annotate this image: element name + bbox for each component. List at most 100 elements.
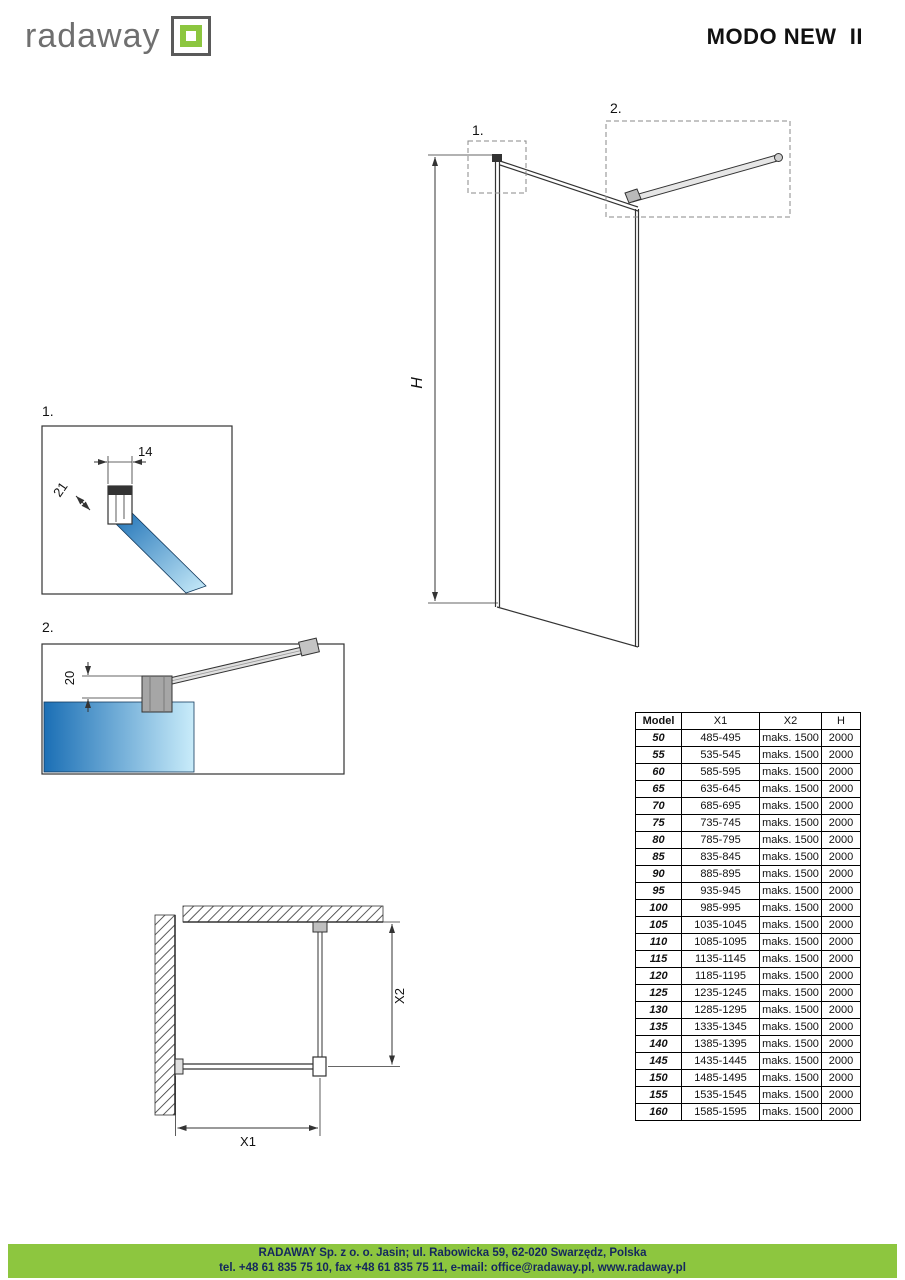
x1-cell: 1185-1195 [681,967,760,985]
x2-cell: maks. 1500 [759,797,822,815]
h-cell: 2000 [821,763,861,781]
x2-cell: maks. 1500 [759,729,822,747]
radaway-logo-icon [170,16,211,56]
x1-cell: 1285-1295 [681,1001,760,1019]
x1-cell: 1135-1145 [681,950,760,968]
detail2-callout-label: 2. [610,100,622,116]
detail2-callout-box: 2. [605,100,791,218]
x2-cell: maks. 1500 [759,899,822,917]
h-cell: 2000 [821,729,861,747]
h-cell: 2000 [821,882,861,900]
dim-label-x2: X2 [392,988,407,1004]
model-cell: 95 [635,882,682,900]
h-cell: 2000 [821,984,861,1002]
h-cell: 2000 [821,1069,861,1087]
wall-profile-plan [174,1058,184,1075]
col-header-h: H [821,712,861,730]
x2-cell: maks. 1500 [759,746,822,764]
model-cell: 100 [635,899,682,917]
detail2-frame [41,643,345,775]
h-cell: 2000 [821,1001,861,1019]
h-cell: 2000 [821,933,861,951]
model-cell: 135 [635,1018,682,1036]
x1-cell: 1435-1445 [681,1052,760,1070]
model-cell: 140 [635,1035,682,1053]
x1-cell: 1585-1595 [681,1103,760,1121]
x2-cell: maks. 1500 [759,814,822,832]
h-cell: 2000 [821,814,861,832]
height-dimension: H [409,154,498,604]
h-cell: 2000 [821,1103,861,1121]
x1-cell: 1235-1245 [681,984,760,1002]
h-cell: 2000 [821,746,861,764]
support-bar-detail [156,637,320,688]
x1-cell: 785-795 [681,831,760,849]
x2-cell: maks. 1500 [759,984,822,1002]
dim-label-20: 20 [62,671,77,685]
model-cell: 75 [635,814,682,832]
model-cell: 50 [635,729,682,747]
model-cell: 115 [635,950,682,968]
model-cell: 65 [635,780,682,798]
x2-cell: maks. 1500 [759,1069,822,1087]
x2-cell: maks. 1500 [759,967,822,985]
plan-drawing: X2 X1 [154,905,407,1149]
model-cell: 80 [635,831,682,849]
end-profile-plan [312,1056,327,1077]
x1-cell: 835-845 [681,848,760,866]
x2-cell: maks. 1500 [759,933,822,951]
h-cell: 2000 [821,1018,861,1036]
detail2-label: 2. [42,619,54,635]
footer-contacts: tel. +48 61 835 75 10, fax +48 61 835 75… [219,1262,686,1274]
detail1-frame [41,425,233,595]
wall-bracket-plan [312,921,328,933]
dim-label-21: 21 [50,479,71,499]
x2-cell: maks. 1500 [759,1052,822,1070]
model-cell: 110 [635,933,682,951]
wall-profile-section [107,485,133,525]
model-cell: 155 [635,1086,682,1104]
wall-mount-flange [774,153,783,162]
x1-cell: 1035-1045 [681,916,760,934]
support-bar-plan [312,921,328,1057]
h-cell: 2000 [821,1052,861,1070]
dimension-14: 14 [94,444,152,484]
model-cell: 120 [635,967,682,985]
dim-label-x1: X1 [240,1134,256,1149]
radaway-logo-text: radaway [25,17,161,55]
col-header-x2: X2 [759,712,822,730]
detail1-callout-box: 1. [467,122,527,194]
x1-cell: 985-995 [681,899,760,917]
h-cell: 2000 [821,1086,861,1104]
glass-plan-section [43,701,195,773]
x1-cell: 1385-1395 [681,1035,760,1053]
model-cell: 105 [635,916,682,934]
dim-label-h: H [409,377,426,389]
x1-cell: 735-745 [681,814,760,832]
model-cell: 150 [635,1069,682,1087]
h-cell: 2000 [821,831,861,849]
x2-cell: maks. 1500 [759,831,822,849]
detail1-callout-label: 1. [472,122,484,138]
x1-cell: 685-695 [681,797,760,815]
model-cell: 55 [635,746,682,764]
dimension-x1: X1 [175,1076,321,1149]
x2-cell: maks. 1500 [759,763,822,781]
bar-end-cap [298,637,320,657]
radaway-logo: radaway [25,14,211,58]
